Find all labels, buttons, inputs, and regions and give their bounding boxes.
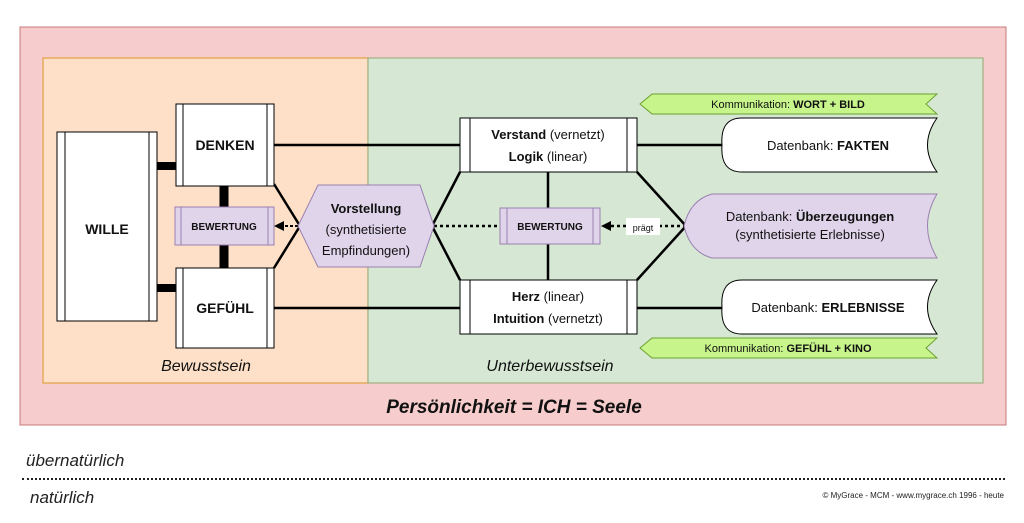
vorstellung-shape: Vorstellung (synthetisierte Empfindungen…: [297, 184, 435, 268]
bewertung-left-box: BEWERTUNG: [174, 206, 275, 246]
persoenlichkeit-label: Persönlichkeit = ICH = Seele: [386, 397, 642, 418]
ueberzeugungen-text: Datenbank: Überzeugungen: [726, 209, 894, 224]
arrowhead-vorstellung-to-bewertung: [274, 221, 284, 231]
herz-bold: Herz: [512, 289, 541, 304]
ueberzeugungen-sub: (synthetisierte Erlebnisse): [735, 227, 885, 242]
kommunikation-top-text: Kommunikation: WORT + BILD: [711, 99, 865, 111]
vorstellung-line2: (synthetisierte: [326, 222, 407, 237]
ueberzeugungen-prefix: Datenbank:: [726, 209, 796, 224]
vorstellung-line3: Empfindungen): [322, 243, 410, 258]
logik-bold: Logik: [509, 149, 544, 164]
datenbank-erlebnisse: Datenbank: ERLEBNISSE: [721, 279, 938, 335]
connectors: [157, 143, 722, 310]
fakten-bold: FAKTEN: [837, 138, 889, 153]
copyright-text: © MyGrace - MCM - www.mygrace.ch 1996 - …: [822, 491, 1005, 500]
bewertung-right-box: BEWERTUNG: [499, 207, 601, 245]
datenbank-ueberzeugungen: Datenbank: Überzeugungen (synthetisierte…: [683, 193, 938, 259]
praegt-label: prägt: [633, 223, 654, 233]
wille-box: WILLE: [56, 131, 158, 322]
ueberzeugungen-bold: Überzeugungen: [796, 209, 894, 224]
logik-rest: (linear): [543, 149, 587, 164]
bewertung-left-label: BEWERTUNG: [191, 222, 257, 233]
kommunikation-top-bold: WORT + BILD: [793, 99, 865, 111]
kommunikation-bottom-banner: Kommunikation: GEFÜHL + KINO: [639, 337, 939, 359]
kommunikation-bottom-text: Kommunikation: GEFÜHL + KINO: [705, 342, 872, 355]
denken-box: DENKEN: [175, 103, 275, 187]
herz-line: Herz (linear): [512, 289, 584, 304]
praegt-label-box: prägt: [626, 218, 660, 235]
verstand-bold: Verstand: [491, 127, 546, 142]
kommunikation-bottom-bold: GEFÜHL + KINO: [786, 342, 872, 355]
unterbewusstsein-label: Unterbewusstsein: [486, 358, 613, 375]
denken-label: DENKEN: [195, 137, 254, 153]
herz-rest: (linear): [540, 289, 584, 304]
intuition-bold: Intuition: [493, 311, 544, 326]
erlebnisse-bold: ERLEBNISSE: [822, 300, 905, 315]
logik-line: Logik (linear): [509, 149, 588, 164]
fakten-prefix: Datenbank:: [767, 138, 837, 153]
kommunikation-top-prefix: Kommunikation:: [711, 99, 793, 111]
natuerlich-label: natürlich: [30, 488, 95, 507]
fakten-text: Datenbank: FAKTEN: [767, 138, 889, 153]
intuition-rest: (vernetzt): [544, 311, 603, 326]
wille-label: WILLE: [85, 221, 129, 237]
datenbank-fakten: Datenbank: FAKTEN: [721, 117, 938, 173]
footer-divider: [22, 478, 1005, 480]
intuition-line: Intuition (vernetzt): [493, 311, 603, 326]
kommunikation-bottom-prefix: Kommunikation:: [705, 343, 787, 355]
erlebnisse-text: Datenbank: ERLEBNISSE: [751, 300, 905, 315]
verstand-rest: (vernetzt): [546, 127, 605, 142]
arrowhead-ueberzeugungen-to-bewertung: [601, 221, 611, 231]
gefuehl-label: GEFÜHL: [196, 300, 254, 316]
verstand-line: Verstand (vernetzt): [491, 127, 604, 142]
verstand-box: Verstand (vernetzt) Logik (linear): [459, 117, 638, 173]
gefuehl-box: GEFÜHL: [175, 267, 275, 349]
erlebnisse-prefix: Datenbank:: [751, 300, 821, 315]
bewusstsein-label: Bewusstsein: [161, 358, 251, 375]
kommunikation-top-banner: Kommunikation: WORT + BILD: [639, 93, 939, 115]
vorstellung-title: Vorstellung: [331, 201, 402, 216]
uebernatuerlich-label: übernatürlich: [26, 451, 125, 470]
bewertung-right-label: BEWERTUNG: [517, 222, 583, 233]
herz-box: Herz (linear) Intuition (vernetzt): [459, 279, 638, 335]
